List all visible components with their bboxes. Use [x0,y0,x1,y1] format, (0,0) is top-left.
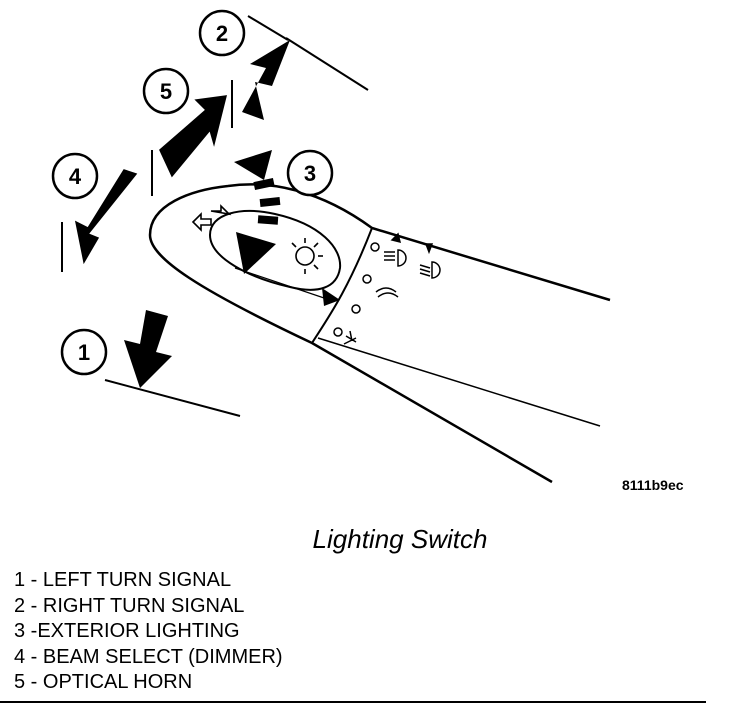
callout-5-label: 5 [160,79,172,104]
stalk-end-ring [311,227,373,344]
figure-id: 8111b9ec [622,477,684,493]
arrow-right-turn-signal [231,15,369,128]
arrow-optical-horn [151,95,227,196]
arrow-exterior-lighting [234,150,281,274]
legend-item: 4 - BEAM SELECT (DIMMER) [14,645,283,668]
arrow-left-turn-signal [104,310,241,417]
callout-5: 5 [142,67,190,115]
rotary-knob-recess [208,210,342,291]
callout-1-label: 1 [78,340,90,365]
callout-4: 4 [51,152,99,200]
switch-stalk [148,183,611,484]
beam-indicators [333,232,441,345]
callout-3-label: 3 [304,161,316,186]
stalk-center-line [317,337,601,427]
legend-item: 3 -EXTERIOR LIGHTING [14,620,240,642]
legend-item: 2 - RIGHT TURN SIGNAL [14,594,245,617]
callout-2-label: 2 [216,21,228,46]
bottom-divider [0,701,706,703]
figure-caption: Lighting Switch [312,524,488,554]
legend-item: 5 - OPTICAL HORN [14,671,193,693]
position-pointer [322,288,340,306]
callout-2: 2 [198,9,246,57]
callout-4-label: 4 [69,164,82,189]
legend-list: 1 - LEFT TURN SIGNAL 2 - RIGHT TURN SIGN… [14,568,283,696]
lighting-switch-diagram: 1 2 3 4 5 [51,9,611,484]
legend-item: 1 - LEFT TURN SIGNAL [14,569,232,591]
arrow-beam-select [61,169,138,272]
arrows-symbol-icon [191,204,232,232]
callout-1: 1 [60,328,108,376]
headlamp-sun-icon [291,238,323,274]
callout-3: 3 [286,149,334,197]
stalk-outline [148,183,611,484]
